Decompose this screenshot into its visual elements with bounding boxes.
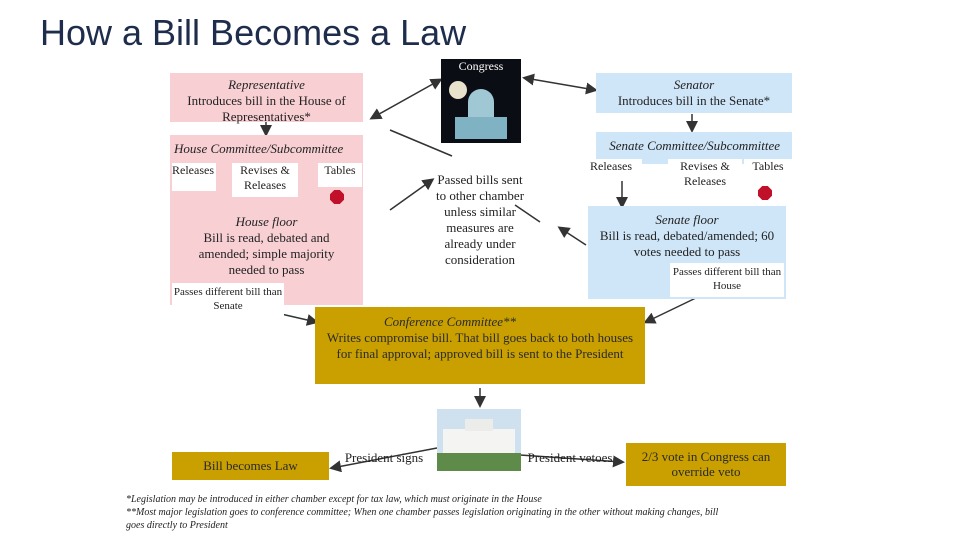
bill-becomes-law-box: Bill becomes Law bbox=[172, 452, 329, 480]
arrow-housefloor-center bbox=[390, 180, 432, 210]
arrow-congress-senator bbox=[525, 78, 595, 90]
house-passes-different: Passes different bill than Senate bbox=[172, 283, 284, 317]
senator-title: Senator bbox=[596, 77, 792, 93]
senate-passes-different: Passes different bill than House bbox=[670, 263, 784, 297]
arrow-senate-conference bbox=[646, 296, 700, 322]
congress-label: Congress bbox=[441, 59, 521, 73]
white-house-image bbox=[437, 409, 521, 471]
house-tables: Tables bbox=[318, 163, 362, 187]
footnote-1: *Legislation may be introduced in either… bbox=[126, 494, 542, 506]
house-floor-text: Bill is read, debated and amended; simpl… bbox=[190, 230, 343, 278]
arrow-senatefloor-center bbox=[560, 228, 586, 245]
house-revises: Revises & Releases bbox=[232, 163, 298, 197]
senator-box: Senator Introduces bill in the Senate* bbox=[596, 73, 792, 113]
senate-floor-box: Senate floor Bill is read, debated/amend… bbox=[594, 212, 780, 260]
conference-title: Conference Committee** bbox=[325, 314, 635, 330]
president-vetoes: President vetoes bbox=[520, 450, 620, 465]
white-house-portico-shape bbox=[465, 419, 493, 431]
representative-text: Introduces bill in the House of Represen… bbox=[170, 93, 363, 125]
lawn-shape bbox=[437, 453, 521, 471]
president-signs: President signs bbox=[338, 450, 430, 465]
white-house-body-shape bbox=[443, 429, 515, 453]
footnote-2a: **Most major legislation goes to confere… bbox=[126, 507, 718, 519]
conference-text: Writes compromise bill. That bill goes b… bbox=[325, 330, 635, 362]
house-floor-title: House floor bbox=[190, 214, 343, 230]
dome-shape bbox=[468, 89, 494, 119]
senate-revises: Revises & Releases bbox=[668, 159, 742, 193]
capitol-image: Congress bbox=[441, 59, 521, 143]
arrow-rep-congress bbox=[372, 80, 440, 118]
moon-shape bbox=[449, 81, 467, 99]
senate-committee-title: Senate Committee/Subcommittee bbox=[596, 138, 792, 154]
representative-title: Representative bbox=[170, 77, 363, 93]
senate-tables: Tables bbox=[744, 159, 792, 179]
capitol-base-shape bbox=[455, 117, 507, 139]
footnote-2b: goes directly to President bbox=[126, 520, 228, 532]
house-committee-title: House Committee/Subcommittee bbox=[174, 141, 364, 157]
passed-bills-text: Passed bills sent to other chamber unles… bbox=[432, 172, 528, 268]
house-floor-box: House floor Bill is read, debated and am… bbox=[190, 214, 343, 278]
conference-committee-box: Conference Committee** Writes compromise… bbox=[315, 307, 645, 384]
senator-text: Introduces bill in the Senate* bbox=[596, 93, 792, 109]
representative-box: Representative Introduces bill in the Ho… bbox=[170, 73, 363, 122]
house-releases: Releases bbox=[172, 163, 216, 191]
senate-floor-text: Bill is read, debated/amended; 60 votes … bbox=[594, 228, 780, 260]
senate-floor-title: Senate floor bbox=[594, 212, 780, 228]
senate-releases: Releases bbox=[580, 159, 642, 181]
override-veto-box: 2/3 vote in Congress can override veto bbox=[626, 443, 786, 486]
stop-sign-icon bbox=[330, 190, 344, 204]
